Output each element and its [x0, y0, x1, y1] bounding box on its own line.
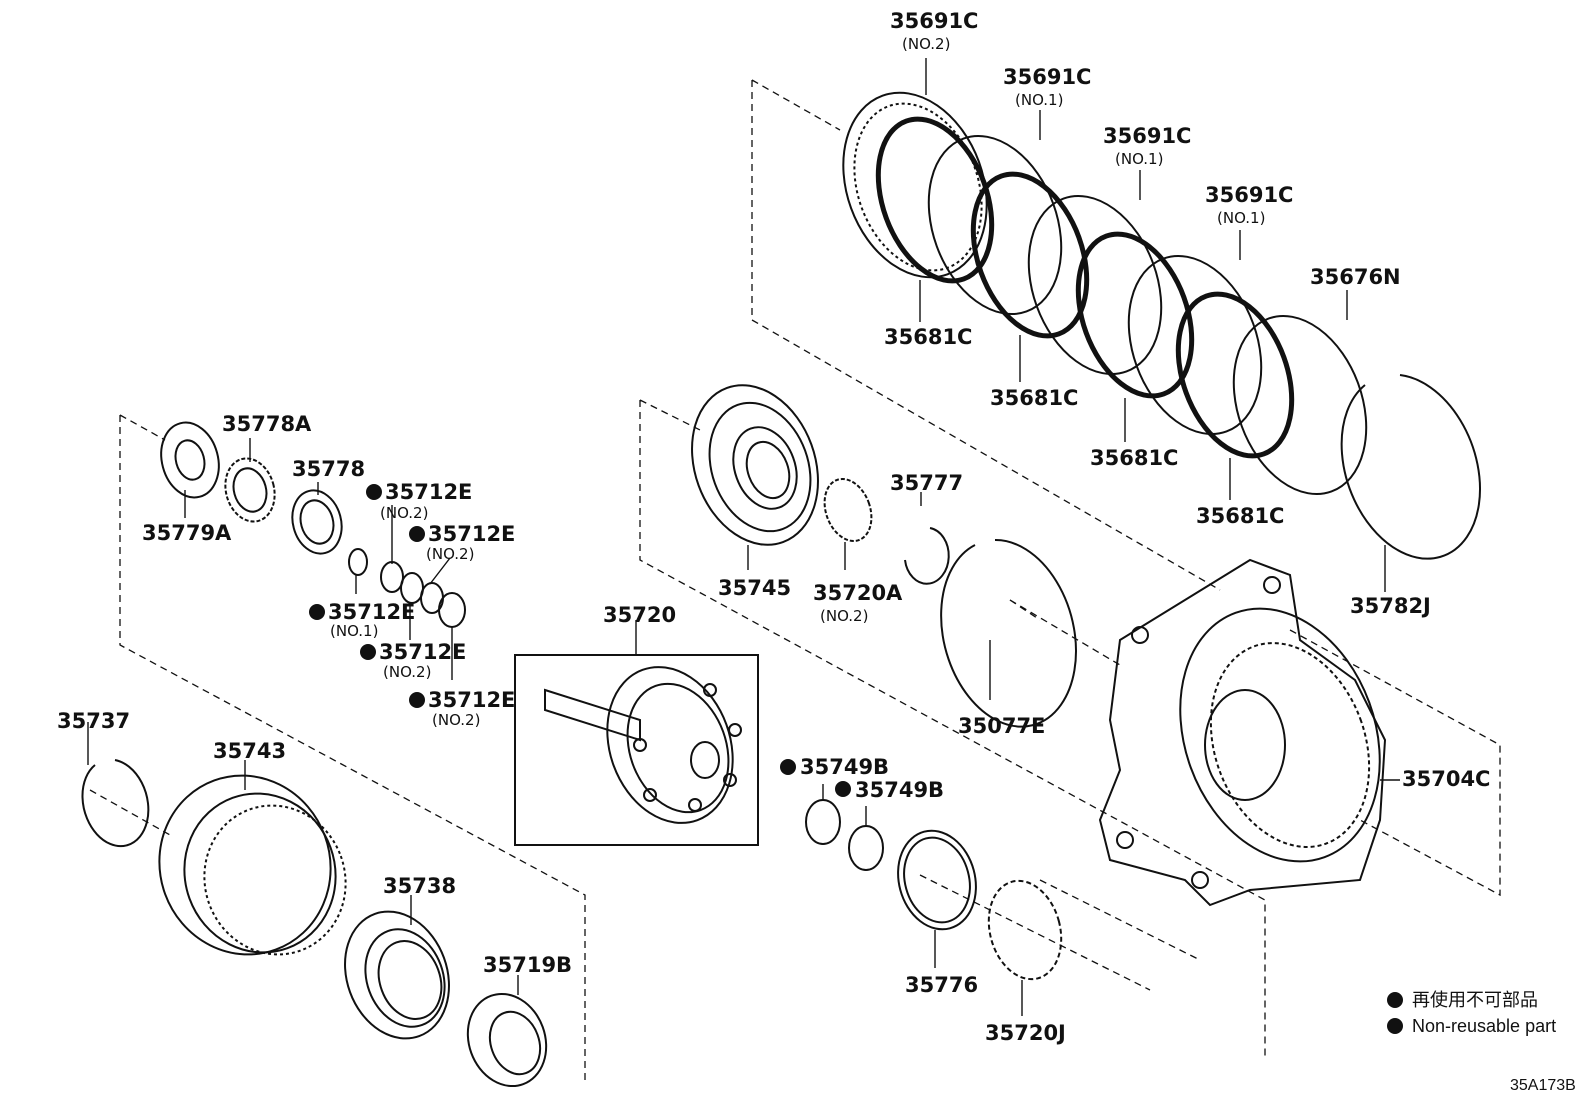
bearing-35720J[interactable]: [978, 873, 1071, 988]
label-sub: (NO.1): [330, 622, 378, 640]
plate-35676N[interactable]: [1210, 297, 1389, 512]
disc-35681C-b[interactable]: [952, 158, 1107, 351]
label-35749B: 35749B: [800, 755, 889, 779]
label-35720A: 35720A: [813, 581, 903, 605]
label-35681C: 35681C: [1196, 504, 1284, 528]
non-reusable-markers: [309, 484, 851, 797]
legend-dot: [1387, 1018, 1403, 1034]
label-35778: 35778: [292, 457, 365, 481]
label-35712E: 35712E: [428, 688, 515, 712]
marker-dot: [409, 692, 425, 708]
marker-dot: [309, 604, 325, 620]
clutch-pack: [819, 72, 1481, 560]
washer-35778[interactable]: [286, 485, 349, 559]
label-35782J: 35782J: [1350, 594, 1431, 618]
label-sub: (NO.2): [380, 504, 428, 522]
gear-35743[interactable]: [134, 751, 366, 978]
washer-35779A[interactable]: [153, 416, 227, 504]
label-35712E: 35712E: [428, 522, 515, 546]
label-35778A: 35778A: [222, 412, 312, 436]
gear-35719B[interactable]: [455, 983, 559, 1097]
label-sub: (NO.1): [1015, 91, 1063, 109]
housing-35704C[interactable]: [1098, 558, 1414, 907]
label-sub: (NO.2): [426, 545, 474, 563]
label-sub: (NO.1): [1115, 150, 1163, 168]
label-35738: 35738: [383, 874, 456, 898]
marker-dot: [780, 759, 796, 775]
plate-35691C-no1-c[interactable]: [1105, 237, 1284, 452]
snap-ring-35077E[interactable]: [940, 538, 1077, 728]
legend: 再使用不可部品 Non-reusable part: [1387, 990, 1556, 1036]
planetary-gear-35720[interactable]: [544, 649, 754, 840]
left-components: [81, 416, 559, 1097]
disc-35681C-d[interactable]: [1157, 278, 1312, 471]
label-35776: 35776: [905, 973, 978, 997]
label-35720: 35720: [603, 603, 676, 627]
seal-35712E-a[interactable]: [380, 561, 404, 593]
label-35777: 35777: [890, 471, 963, 495]
bearing-35778A[interactable]: [219, 453, 282, 527]
washer-35776[interactable]: [887, 822, 986, 938]
middle-components: [514, 367, 1077, 988]
label-35681C: 35681C: [990, 386, 1078, 410]
group-boundaries: [89, 79, 1501, 1085]
label-35737: 35737: [57, 709, 130, 733]
seal-ring-35749B-b[interactable]: [848, 825, 884, 871]
label-35719B: 35719B: [483, 953, 572, 977]
part-labels: 35691C (NO.2) 35691C (NO.1) 35691C (NO.1…: [57, 9, 1490, 1045]
label-sub: (NO.2): [902, 35, 950, 53]
bearing-35720A[interactable]: [816, 472, 879, 547]
legend-dot: [1387, 992, 1403, 1008]
label-sub: (NO.2): [820, 607, 868, 625]
legend-jp: 再使用不可部品: [1412, 990, 1538, 1010]
leader-lines: [87, 58, 1400, 1016]
label-35712E: 35712E: [379, 640, 466, 664]
plate-35691C-no1-b[interactable]: [1005, 177, 1184, 392]
label-35691C: 35691C: [1205, 183, 1293, 207]
carrier-35738[interactable]: [328, 897, 466, 1053]
label-35691C: 35691C: [1003, 65, 1091, 89]
part-35745[interactable]: [671, 367, 840, 562]
label-35712E: 35712E: [328, 600, 415, 624]
marker-dot: [409, 526, 425, 542]
label-sub: (NO.2): [383, 663, 431, 681]
marker-dot: [835, 781, 851, 797]
label-35691C: 35691C: [890, 9, 978, 33]
seal-35712E-d[interactable]: [438, 592, 466, 628]
label-35745: 35745: [718, 576, 791, 600]
marker-dot: [360, 644, 376, 660]
label-35749B: 35749B: [855, 778, 944, 802]
label-35712E: 35712E: [385, 480, 472, 504]
seal-35712E-no1[interactable]: [348, 548, 368, 576]
seal-ring-35749B-a[interactable]: [805, 799, 841, 845]
diagram-code: 35A173B: [1510, 1077, 1576, 1094]
snap-ring-35737[interactable]: [81, 759, 150, 848]
label-sub: (NO.2): [432, 711, 480, 729]
seal-35712E-b[interactable]: [400, 572, 424, 604]
label-35720J: 35720J: [985, 1021, 1066, 1045]
label-35743: 35743: [213, 739, 286, 763]
legend-en: Non-reusable part: [1412, 1016, 1556, 1036]
label-sub: (NO.1): [1217, 209, 1265, 227]
plate-35691C-no2[interactable]: [819, 72, 1012, 297]
marker-dot: [366, 484, 382, 500]
snap-ring-35782J[interactable]: [1340, 374, 1481, 560]
disc-35681C-c[interactable]: [1057, 218, 1212, 411]
disc-35681C-a[interactable]: [857, 103, 1012, 296]
label-35704C: 35704C: [1402, 767, 1490, 791]
snap-ring-35777[interactable]: [904, 527, 950, 585]
label-35779A: 35779A: [142, 521, 232, 545]
label-35681C: 35681C: [1090, 446, 1178, 470]
label-35676N: 35676N: [1310, 265, 1401, 289]
label-35681C: 35681C: [884, 325, 972, 349]
label-35691C: 35691C: [1103, 124, 1191, 148]
label-35077E: 35077E: [958, 714, 1045, 738]
